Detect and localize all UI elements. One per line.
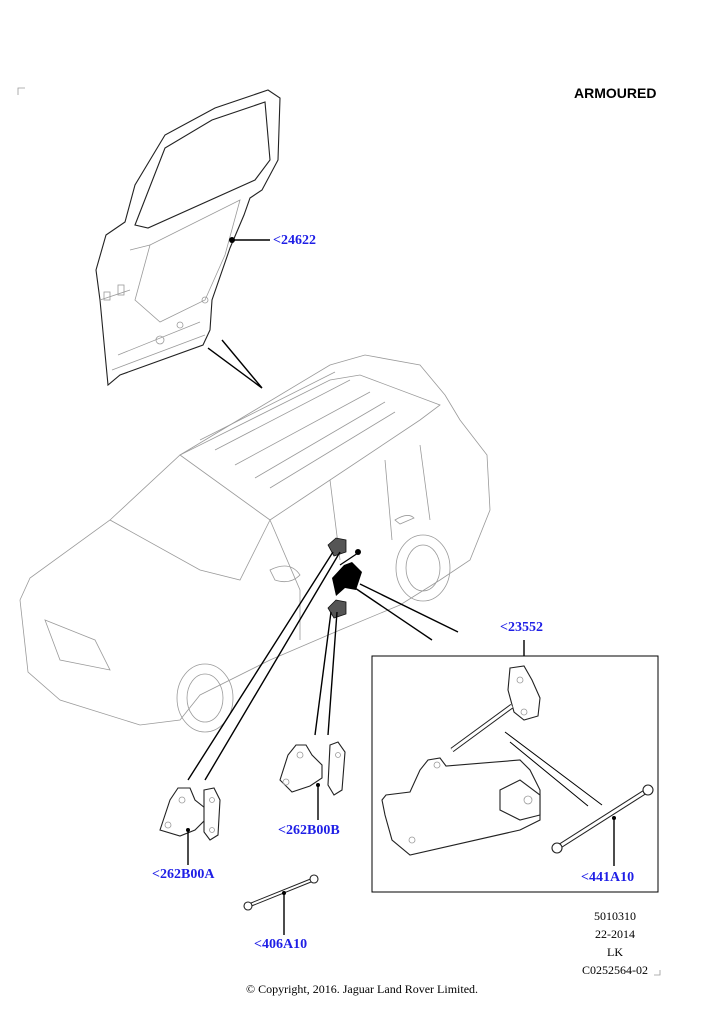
vehicle-hinge-markers <box>327 537 362 619</box>
rear-door-drawing <box>95 89 281 387</box>
callout-upper-hinge[interactable]: <262B00B <box>278 823 340 838</box>
meta-line-1: 5010310 <box>594 909 636 923</box>
leader-arm-to-assembly <box>504 731 603 807</box>
leader-upper-hinge-a <box>187 551 341 781</box>
callout-check-strap-assembly[interactable]: <23552 <box>500 620 543 635</box>
callout-link-rod[interactable]: <406A10 <box>254 937 308 952</box>
hinge-a-drawing <box>159 787 221 841</box>
assembly-detail-frame <box>371 655 659 893</box>
link-rod-drawing <box>243 874 319 911</box>
corner-mark-end <box>654 970 661 976</box>
illustration-meta: 5010310 22-2014 LK C0252564-02 <box>575 907 655 979</box>
check-arm-drawing <box>551 784 654 854</box>
hinge-b-drawing <box>279 741 346 796</box>
leader-actuator <box>354 583 459 641</box>
callout-door-shell[interactable]: <24622 <box>273 233 316 248</box>
corner-mark <box>17 87 25 95</box>
callout-check-arm[interactable]: <441A10 <box>581 870 635 885</box>
meta-line-4: C0252564-02 <box>582 963 648 977</box>
check-actuator-drawing <box>381 665 541 856</box>
leader-door-to-vehicle <box>207 339 263 389</box>
callout-lower-hinge[interactable]: <262B00A <box>152 867 215 882</box>
copyright-notice: © Copyright, 2016. Jaguar Land Rover Lim… <box>245 982 479 996</box>
meta-line-2: 22-2014 <box>595 927 635 941</box>
meta-line-3: LK <box>607 945 623 959</box>
leader-lower-hinge-b <box>314 611 338 736</box>
vehicle-outline-drawing <box>19 354 491 733</box>
variant-label: ARMOURED <box>574 85 657 101</box>
